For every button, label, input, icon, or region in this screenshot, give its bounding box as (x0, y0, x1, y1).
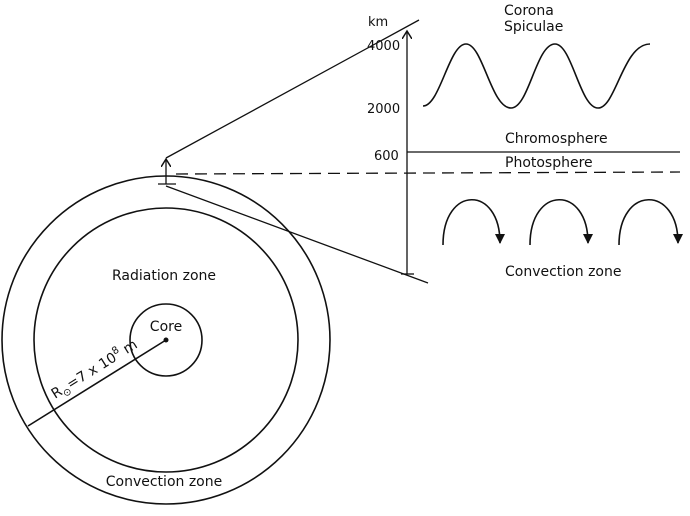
spiculae-wave (422, 43, 651, 109)
zoom-line-bottom (165, 185, 429, 284)
sun-convection-zone-label: Convection zone (106, 474, 222, 490)
convection-cell-2 (529, 198, 593, 246)
height-unit-label: km (368, 15, 388, 30)
convection-cell-1 (442, 198, 505, 246)
solar-radius-label: R⊙=7 x 108 m (48, 335, 142, 405)
inset-convection-zone-label: Convection zone (505, 264, 621, 280)
convection-cell-3 (618, 198, 683, 246)
spiculae-label: Spiculae (504, 19, 563, 35)
radius-line (27, 339, 167, 427)
chromosphere-label: Chromosphere (505, 131, 608, 147)
core-circle (129, 303, 203, 377)
corona-label: Corona (504, 3, 554, 19)
core-label: Core (150, 319, 182, 335)
zoom-line-top (165, 19, 420, 159)
tick-label-4000: 4000 (367, 39, 400, 54)
photosphere-dashed-line (175, 171, 681, 175)
radiation-zone-label: Radiation zone (112, 268, 216, 284)
tick-label-2000: 2000 (367, 102, 400, 117)
convection-boundary-circle (33, 207, 299, 473)
tick-label-600: 600 (374, 149, 399, 164)
photosphere-label: Photosphere (505, 155, 593, 171)
